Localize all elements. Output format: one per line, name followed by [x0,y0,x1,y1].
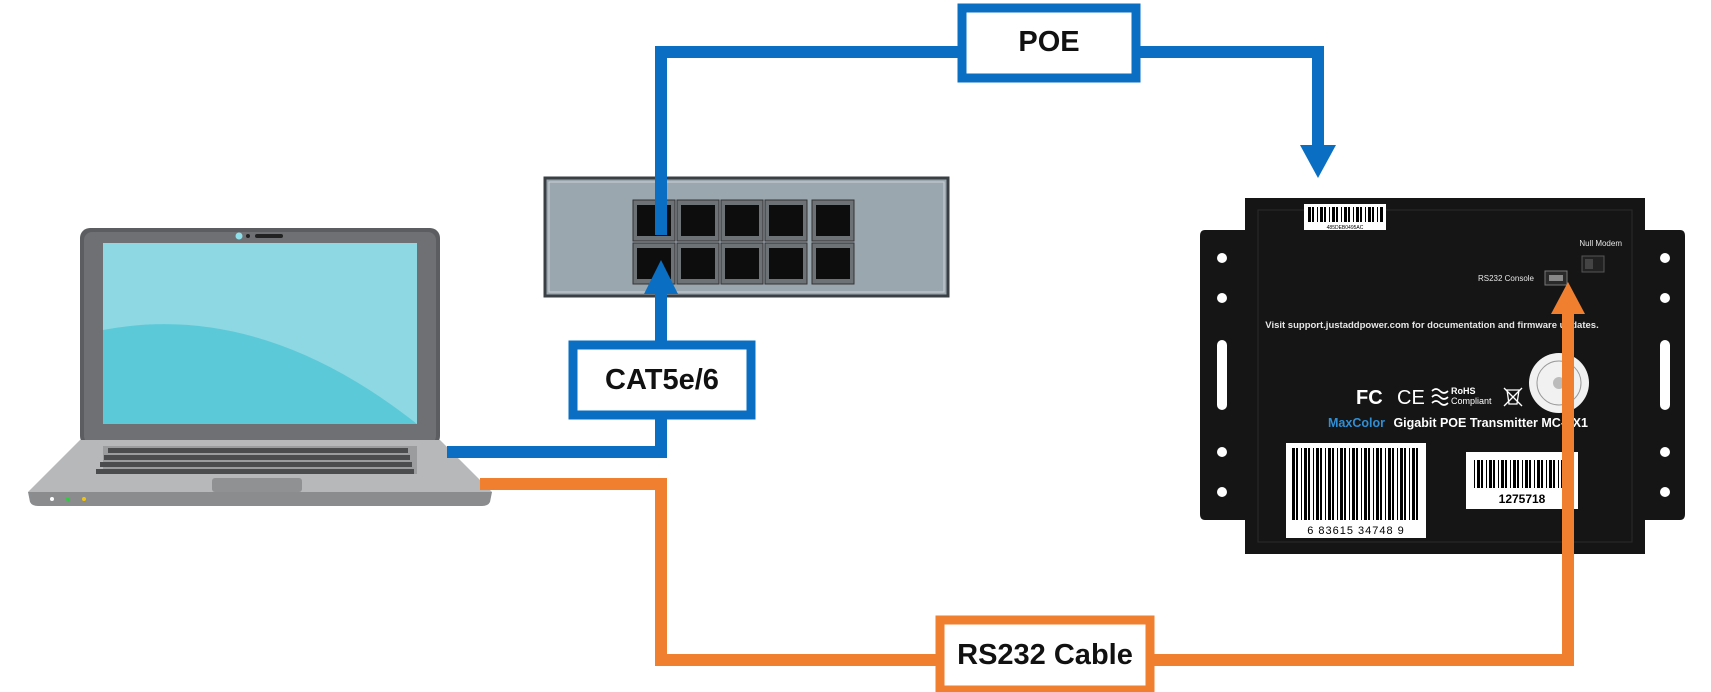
switch-port-icon [632,199,676,242]
rohs-logo: RoHS Compliant [1431,386,1492,406]
switch-port-icon [676,242,720,285]
svg-text:RoHS: RoHS [1451,386,1476,396]
switch-port-icon [764,242,808,285]
brand-name: MaxColor [1328,416,1385,430]
switch-port-icon [764,199,808,242]
network-switch-icon [543,176,950,298]
poe-label: POE [1018,26,1079,58]
rs232-label: RS232 Cable [957,639,1133,671]
support-text: Visit support.justaddpower.com for docum… [1265,320,1598,331]
switch-port-icon [811,242,855,285]
switch-port-icon [676,199,720,242]
switch-port-icon [720,199,764,242]
laptop-icon [28,228,492,506]
poe-arrow-icon [1300,145,1336,178]
switch-port-icon [811,199,855,242]
serial-text: 1275718 [1499,492,1546,506]
model-line: MaxColor Gigabit POE Transmitter MC-TX1 [1328,416,1588,430]
transmitter-device: 485DEB0495AC Null Modem RS232 Console Vi… [1200,198,1685,554]
ce-logo: CE [1397,387,1425,409]
weee-bin-icon [1503,387,1523,407]
switch-port-icon [720,242,764,285]
cat-label: CAT5e/6 [605,364,719,396]
null-modem-label: Null Modem [1579,239,1622,248]
cat-arrow-icon [644,260,678,294]
svg-text:Compliant: Compliant [1451,396,1492,406]
model-name: Gigabit POE Transmitter MC-TX1 [1393,416,1588,430]
cat-label-box: CAT5e/6 [568,340,756,420]
rs232-console-label: RS232 Console [1478,274,1535,283]
upc-text: 6 83615 34748 9 [1307,525,1405,537]
rs232-arrow-icon [1551,282,1585,314]
poe-label-box: POE [957,3,1141,83]
fc-logo: FC [1356,387,1383,409]
date-code-seal [1529,353,1589,413]
rs232-label-box: RS232 Cable [935,615,1155,692]
mac-text: 485DEB0495AC [1327,225,1364,231]
rs232-connection [480,310,1574,666]
